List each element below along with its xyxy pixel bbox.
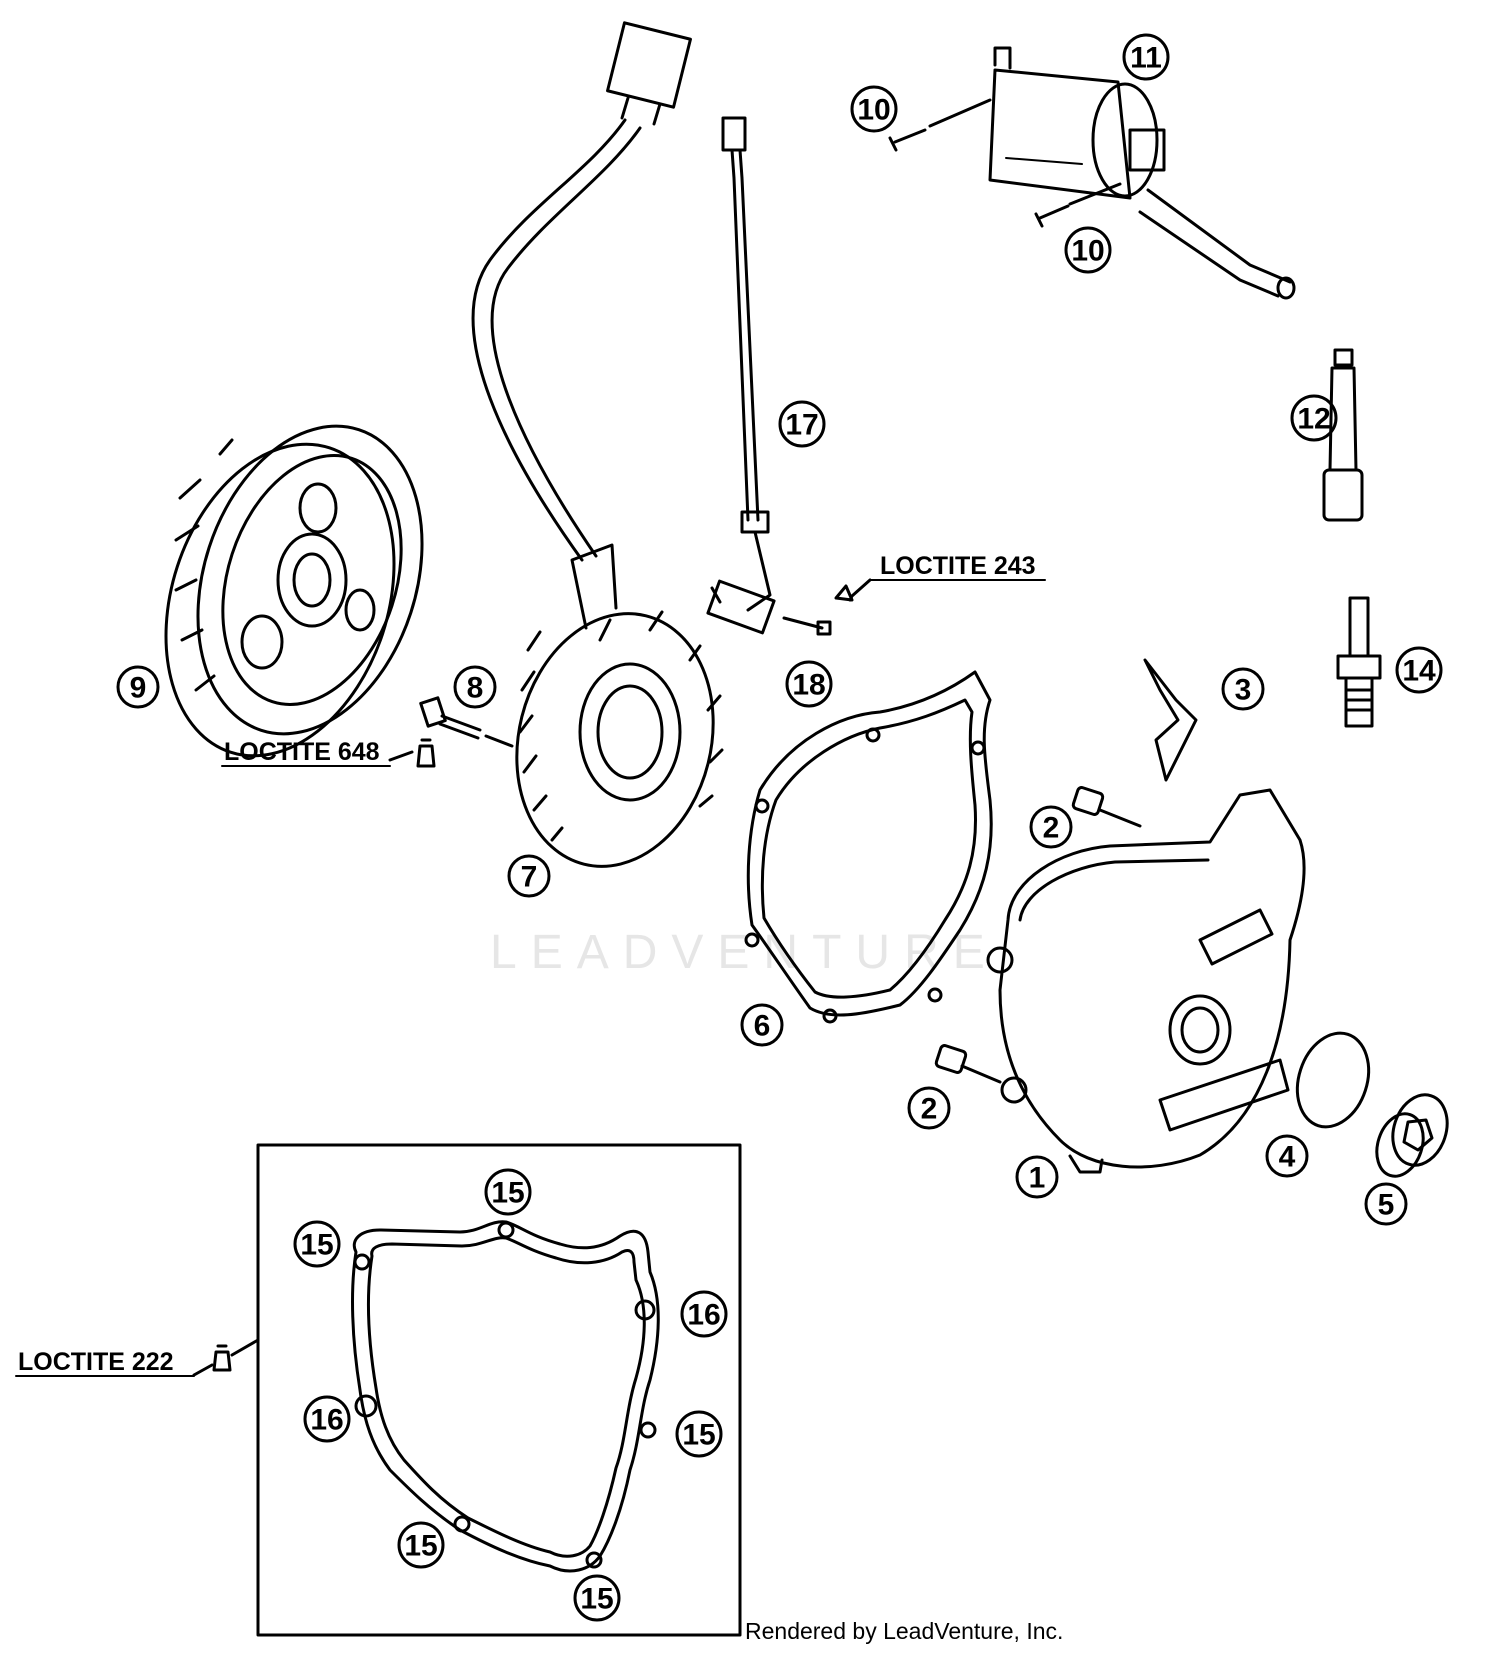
dowel-drawing	[934, 1044, 968, 1074]
leader-line	[192, 1363, 214, 1377]
callout-9: 9	[130, 672, 147, 705]
callout-16-left: 16	[310, 1404, 343, 1437]
inset-gasket-drawing	[351, 1220, 660, 1573]
o-ring-drawing	[1295, 1031, 1371, 1129]
ignition-cover-drawing	[986, 788, 1306, 1174]
dowel-drawing	[1071, 786, 1105, 816]
cover-gasket-drawing	[744, 670, 993, 1024]
callout-15-bottom-left: 15	[404, 1530, 437, 1563]
clip-drawing	[1143, 658, 1198, 782]
callout-4: 4	[1279, 1141, 1296, 1174]
callout-circles	[116, 33, 1443, 1622]
leader-line	[928, 98, 992, 128]
spark-plug-drawing	[1336, 596, 1382, 728]
callout-12: 12	[1297, 403, 1330, 436]
callout-15-left: 15	[300, 1229, 333, 1262]
leader-line	[1068, 182, 1122, 206]
callout-1: 1	[1029, 1162, 1046, 1195]
callout-10-lower: 10	[1071, 235, 1104, 268]
stator-wire-harness-drawing	[471, 21, 692, 562]
callout-3: 3	[1235, 674, 1252, 707]
spark-plug-cap-drawing	[1322, 348, 1364, 522]
note-loctite-243: LOCTITE 243	[880, 552, 1036, 580]
watermark: LEADVENTURE	[490, 926, 999, 979]
leader-line	[230, 1338, 260, 1357]
screw-plug-drawing	[1375, 1093, 1449, 1178]
stator-drawing	[515, 543, 724, 868]
callout-10-upper: 10	[857, 94, 890, 127]
callout-5: 5	[1378, 1189, 1395, 1222]
callout-15-right: 15	[682, 1419, 715, 1452]
callout-15-bottom: 15	[580, 1583, 613, 1616]
loctite-bottle-drawing	[212, 1344, 232, 1372]
render-credit: Rendered by LeadVenture, Inc.	[745, 1618, 1064, 1644]
inset-box	[256, 1143, 742, 1637]
callout-17: 17	[785, 409, 818, 442]
note-loctite-222: LOCTITE 222	[18, 1348, 174, 1376]
callout-15-top: 15	[491, 1177, 524, 1210]
callout-8: 8	[467, 672, 484, 705]
bolt-drawing	[1034, 204, 1070, 228]
callout-2-upper: 2	[1043, 812, 1060, 845]
leader-line	[1098, 808, 1142, 828]
callout-6: 6	[754, 1010, 771, 1043]
bolt-drawing	[888, 128, 927, 152]
leader-line	[960, 1064, 1002, 1084]
note-loctite-648: LOCTITE 648	[224, 738, 380, 766]
leader-line	[388, 750, 414, 762]
leader-line	[848, 578, 872, 602]
callout-16-right: 16	[687, 1299, 720, 1332]
callout-labels: 1 2 2 3 4 5 6 7 8 9 10 10 11 12 14 17 18…	[130, 42, 1436, 1616]
position-sensor-drawing	[706, 116, 854, 636]
flywheel-rotor-drawing	[164, 424, 424, 758]
stator-bolt-drawing	[419, 696, 514, 748]
loctite-bottle-drawing	[416, 738, 436, 768]
callout-11: 11	[1130, 42, 1162, 75]
ignition-coil-drawing	[988, 46, 1296, 300]
callout-14: 14	[1402, 655, 1436, 688]
callout-18: 18	[792, 669, 825, 702]
callout-2-lower: 2	[921, 1093, 938, 1126]
callout-7: 7	[521, 861, 538, 894]
